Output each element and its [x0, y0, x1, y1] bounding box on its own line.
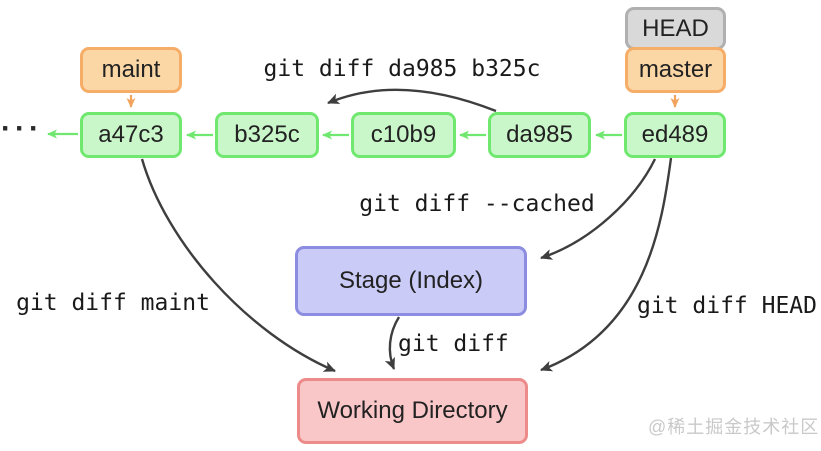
- arrow-stage-to-working-directory: [384, 316, 401, 370]
- working-directory-box: Working Directory: [297, 378, 528, 444]
- command-diff-commits: git diff da985 b325c: [263, 56, 541, 82]
- arrow-a47c3-to-working-directory: [140, 158, 336, 373]
- command-diff-head: git diff HEAD: [636, 293, 817, 319]
- commit-c10b9: c10b9: [351, 112, 456, 158]
- watermark: @稀土掘金技术社区: [648, 417, 820, 437]
- branch-label-maint: maint: [80, 47, 182, 93]
- arrow-ed489-to-working-directory: [540, 157, 673, 372]
- commit-ed489: ed489: [624, 112, 726, 158]
- stage-index-box: Stage (Index): [295, 246, 527, 316]
- arrow-ed489-to-stage: [540, 158, 657, 260]
- command-diff-plain: git diff: [398, 331, 509, 357]
- command-diff-maint: git diff maint: [16, 290, 210, 316]
- commit-b325c: b325c: [215, 112, 319, 158]
- commit-a47c3: a47c3: [80, 112, 182, 158]
- commit-da985: da985: [488, 112, 591, 158]
- head-label: HEAD: [625, 7, 726, 50]
- arrow-diff-da985-b325c: [327, 88, 497, 113]
- command-diff-cached: git diff --cached: [359, 191, 595, 217]
- history-ellipsis: ···: [1, 112, 43, 145]
- branch-label-master: master: [625, 47, 726, 93]
